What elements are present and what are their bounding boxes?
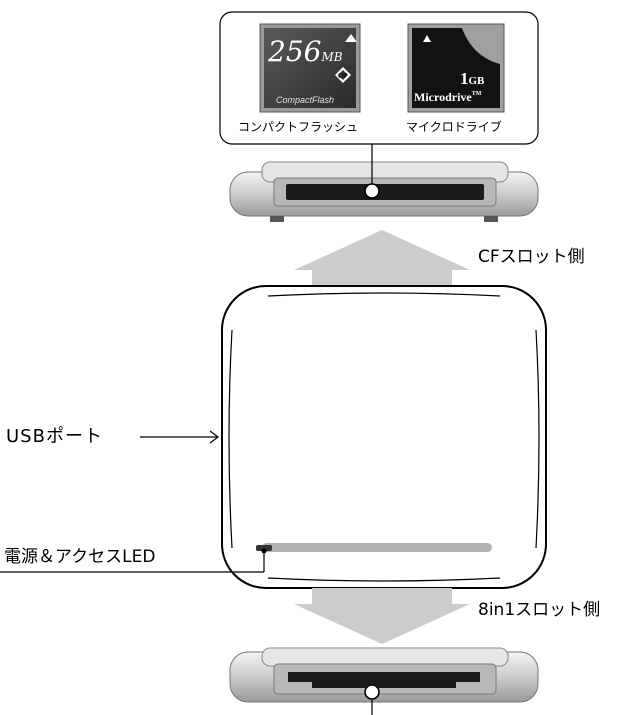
usb-port-arrow-icon <box>140 430 219 444</box>
compactflash-label: コンパクトフラッシュ <box>238 120 359 134</box>
cf-logo-text: CF <box>338 73 348 80</box>
arrow-up-icon <box>294 230 470 286</box>
md-brand-text: MicrodriveTM <box>414 90 482 104</box>
microdrive-label: マイクロドライブ <box>406 120 502 134</box>
led-indicator-icon <box>256 545 272 551</box>
multi-slot-pointer-icon <box>364 684 380 700</box>
power-access-led-label: 電源＆アクセスLED <box>4 547 156 567</box>
device-body-top-view <box>221 285 547 589</box>
cf-capacity-unit: MB <box>321 50 343 64</box>
usb-port-label: USBポート <box>6 426 103 447</box>
led-leader-line <box>0 548 267 573</box>
multi-slot-opening <box>288 672 480 688</box>
cf-brand-text: CompactFlash <box>276 95 335 105</box>
md-trademark: TM <box>471 91 482 97</box>
compactflash-card <box>259 23 361 113</box>
led-strip <box>262 543 492 552</box>
md-capacity: 1GB <box>460 69 485 88</box>
cf-slot-pointer-icon <box>364 183 380 199</box>
device-bottom-end-view <box>229 647 539 703</box>
md-capacity-unit: GB <box>468 75 485 87</box>
cf-slot-opening <box>286 184 484 200</box>
md-orientation-arrow-icon <box>423 35 431 42</box>
device-top-end-view <box>229 161 539 222</box>
cf-capacity: 256MB <box>268 35 343 68</box>
microdrive-card <box>407 23 505 113</box>
multi-slot-side-label: 8in1スロット側 <box>478 600 601 620</box>
cf-logo-icon <box>335 67 351 83</box>
cf-orientation-arrow-icon <box>345 34 357 42</box>
arrow-down-icon <box>294 588 470 644</box>
cf-slot-side-label: CFスロット側 <box>478 247 585 267</box>
